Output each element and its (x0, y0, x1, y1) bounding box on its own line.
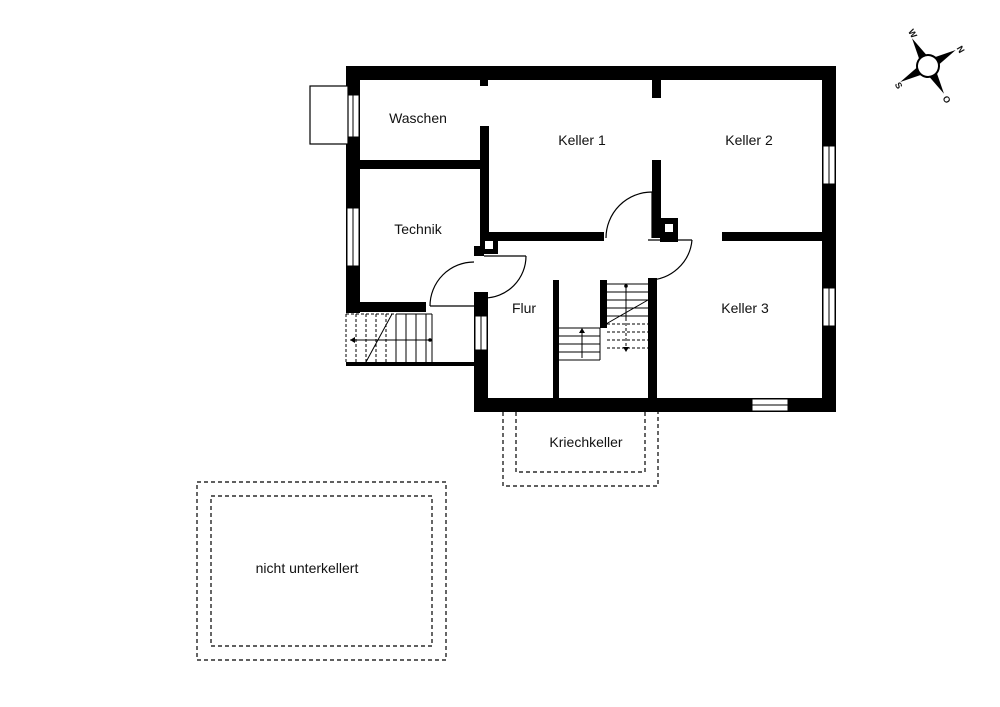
room-label-technik: Technik (394, 221, 442, 237)
not-basement-outline (196, 481, 447, 661)
room-label-waschen: Waschen (389, 110, 447, 126)
room-label-keller3: Keller 3 (721, 300, 769, 316)
door-keller3 (647, 239, 693, 281)
room-label-nicht-unterkellert: nicht unterkellert (256, 560, 359, 576)
room-label-kriechkeller: Kriechkeller (549, 434, 622, 450)
window-keller3-bottom (751, 398, 789, 412)
room-label-keller1: Keller 1 (558, 132, 606, 148)
room-label-keller2: Keller 2 (725, 132, 773, 148)
window-keller3 (822, 287, 836, 327)
door-technik (429, 261, 475, 307)
stairs-central (559, 283, 649, 361)
window-flur (474, 315, 488, 351)
compass-east-label: O (941, 94, 953, 105)
door-keller1 (605, 191, 653, 239)
stairs-technik (345, 313, 474, 366)
room-label-flur: Flur (512, 300, 536, 316)
compass-south-label: S (893, 80, 905, 90)
light-shaft (309, 85, 349, 145)
window-waschen (346, 94, 360, 138)
room-labels: Waschen Keller 1 Keller 2 Technik Flur K… (256, 110, 773, 576)
windows (309, 85, 836, 412)
door-flur (483, 255, 527, 299)
window-technik (346, 207, 360, 267)
doors (429, 191, 693, 307)
compass-rose-icon (900, 38, 956, 94)
window-keller2 (822, 145, 836, 185)
compass-west-label: W (906, 27, 919, 40)
interior-walls (346, 80, 822, 398)
kriechkeller-outline (502, 412, 659, 487)
compass-north-label: N (955, 44, 967, 55)
